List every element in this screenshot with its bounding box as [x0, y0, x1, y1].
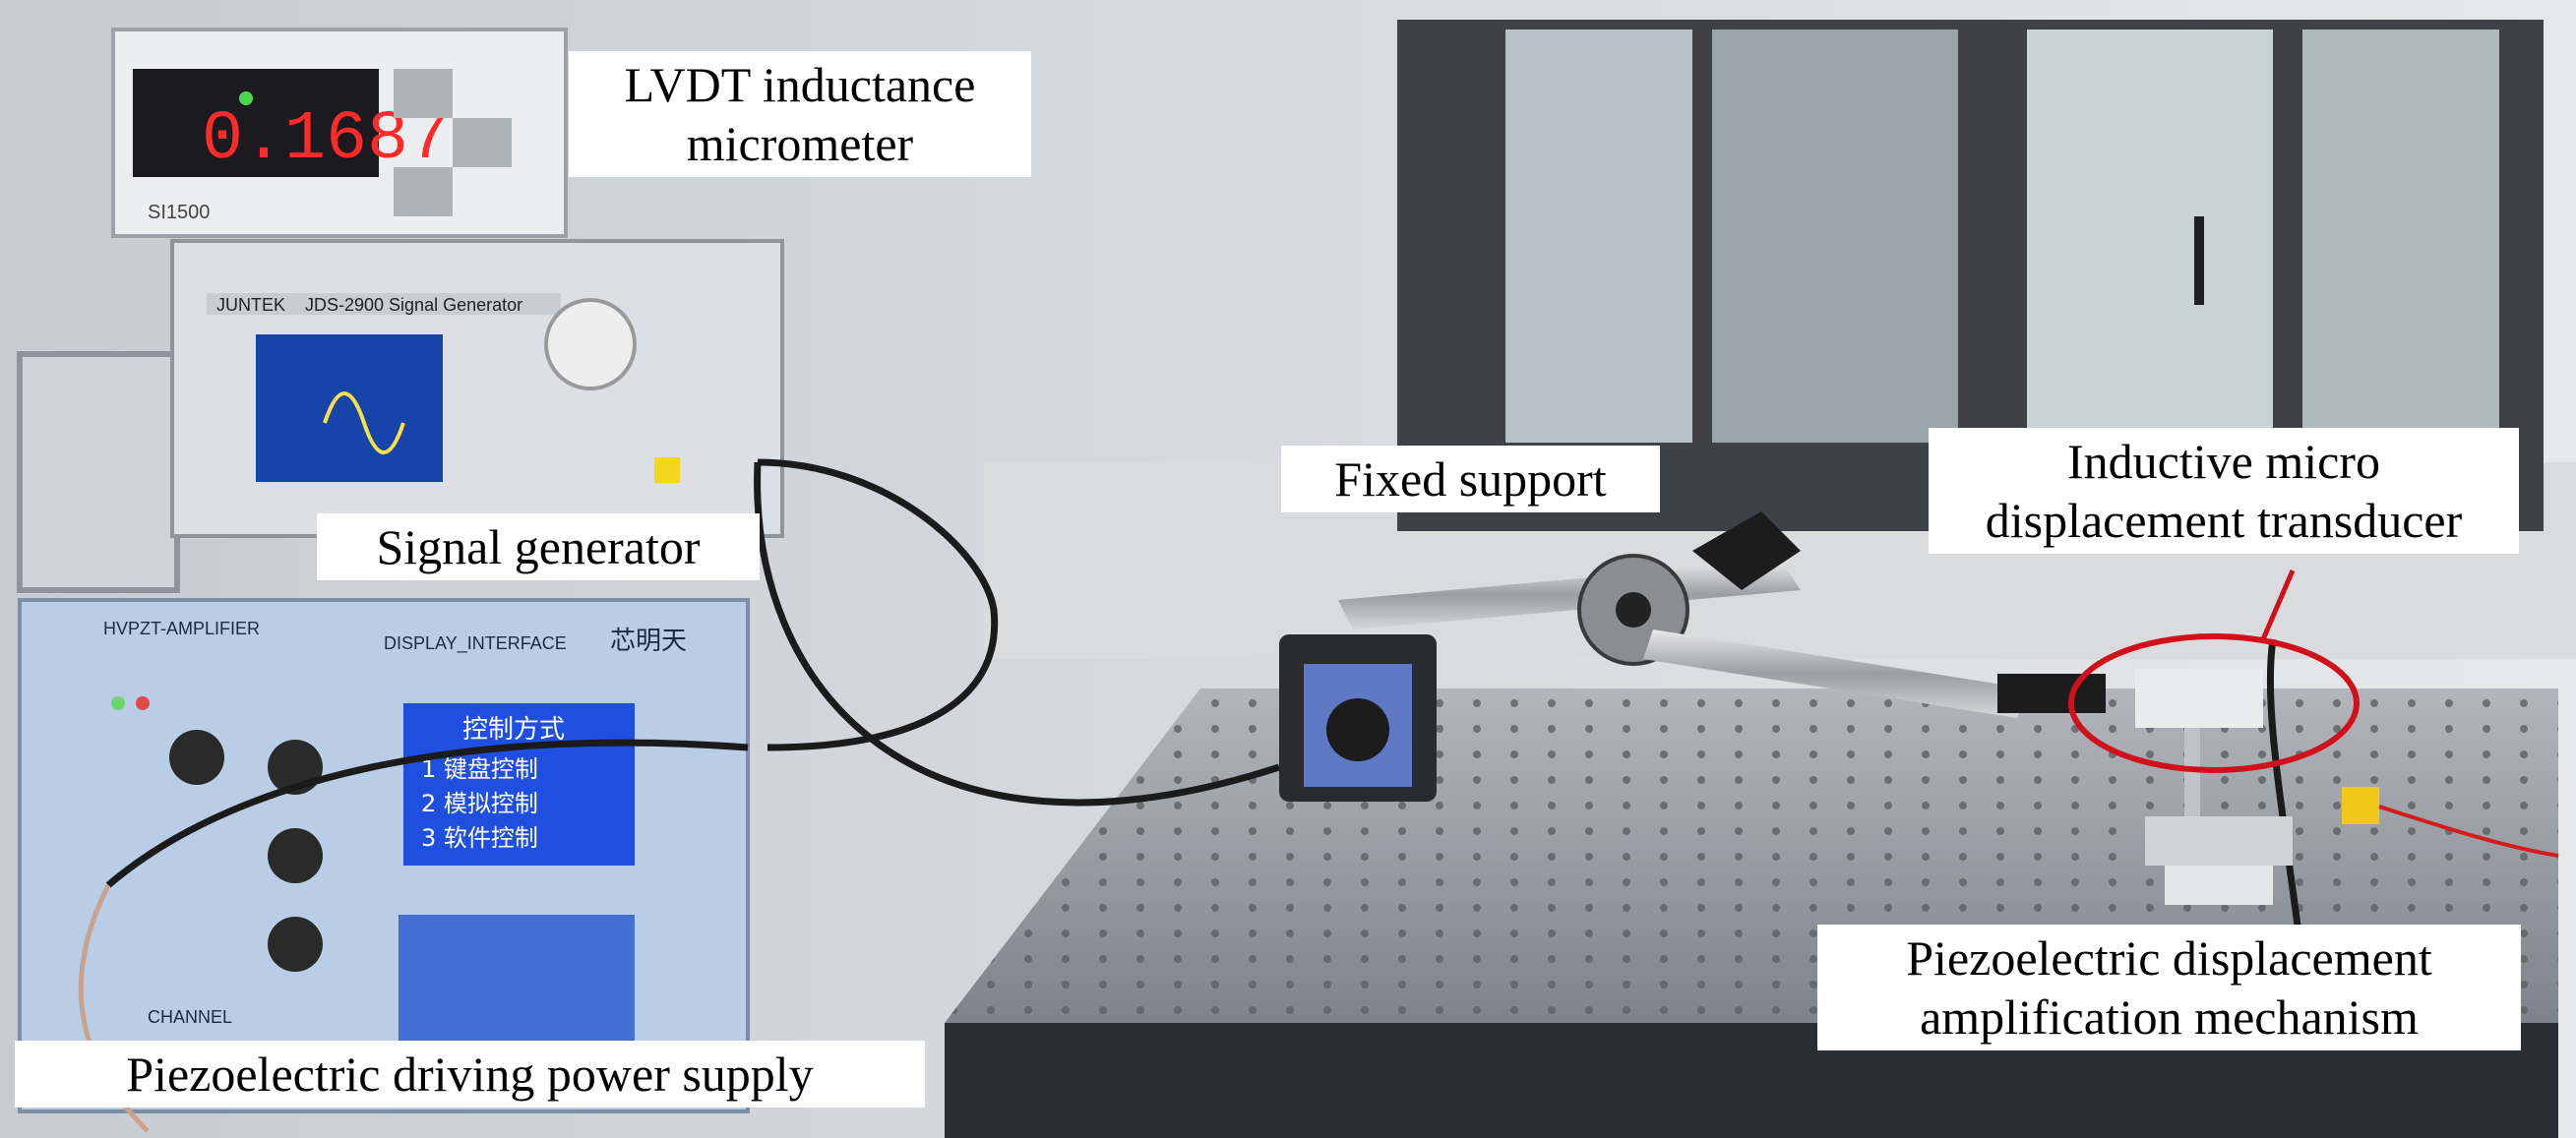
rack-frame: [17, 351, 180, 593]
channel-label: CHANNEL: [148, 1007, 232, 1027]
display-interface: DISPLAY_INTERFACE: [384, 633, 567, 654]
amplifier-screen-item: 2 模拟控制: [421, 790, 538, 817]
label-inductive-transducer: Inductive micro displacement transducer: [1929, 428, 2519, 554]
generator-brand: JUNTEK: [216, 295, 285, 315]
label-power-supply: Piezoelectric driving power supply: [15, 1041, 925, 1108]
label-fixed-support: Fixed support: [1281, 446, 1660, 512]
amplifier-name: HVPZT-AMPLIFIER: [103, 619, 260, 638]
lvdt-micrometer: 0.1687 SI1500: [111, 28, 568, 238]
power-supply: HVPZT-AMPLIFIER DISPLAY_INTERFACE 芯明天 控制…: [18, 598, 750, 1113]
transducer-pointer-line: [2260, 569, 2296, 640]
transducer-highlight-ellipse: [2068, 633, 2360, 773]
amplifier-screen-item: 1 键盘控制: [421, 755, 538, 783]
label-lvdt-micrometer: LVDT inductance micrometer: [569, 51, 1031, 177]
generator-model: JDS-2900 Signal Generator: [305, 295, 522, 315]
fixed-support: [1279, 511, 2106, 802]
amplifier-screen-title: 控制方式: [462, 715, 565, 745]
micrometer-model: SI1500: [148, 202, 210, 223]
label-amplification-mechanism: Piezoelectric displacement amplification…: [1817, 925, 2521, 1050]
amplifier-brand: 芯明天: [610, 626, 687, 655]
cables: [105, 458, 1281, 888]
amplifier-screen-item: 3 软件控制: [421, 824, 538, 852]
signal-generator: JUNTEK JDS-2900 Signal Generator: [170, 239, 784, 538]
label-signal-generator: Signal generator: [317, 513, 760, 580]
